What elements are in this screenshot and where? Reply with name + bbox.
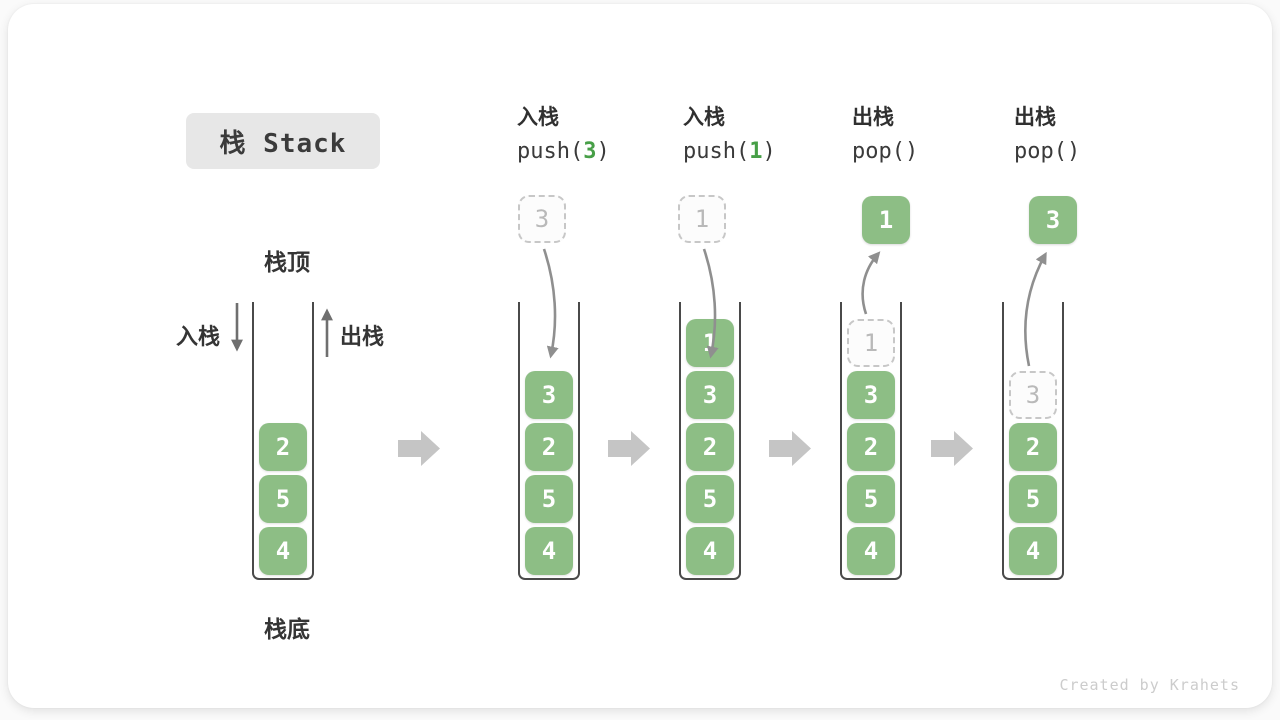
stack-cell-ghost: 3	[1009, 371, 1057, 419]
stack-state-after-pop2: 3 2 5 4	[1002, 302, 1064, 580]
code-text: pop()	[1014, 139, 1081, 165]
op-header-pop-2: 出栈 pop()	[1014, 105, 1081, 165]
op-header-push3: 入栈 push(3)	[517, 105, 610, 165]
stack-state-initial: 2 5 4	[252, 302, 314, 580]
op-name: 入栈	[683, 105, 725, 129]
stack-cell: 4	[1009, 527, 1057, 575]
stack-state-after-push3: 3 2 5 4	[518, 302, 580, 580]
stack-cell: 2	[1009, 423, 1057, 471]
push-direction-label: 入栈	[176, 325, 221, 350]
code-arg: 1	[749, 139, 763, 165]
stack-cell-ghost: 1	[847, 319, 895, 367]
code-text: pop()	[852, 139, 919, 165]
code-text: push(	[683, 139, 750, 165]
popped-value-box: 1	[862, 196, 910, 244]
op-code: pop()	[1014, 139, 1081, 165]
stack-top-label: 栈顶	[264, 250, 310, 276]
code-text: push(	[517, 139, 584, 165]
stack-cell: 3	[847, 371, 895, 419]
stack-cell: 2	[525, 423, 573, 471]
stack-cell: 5	[686, 475, 734, 523]
stack-cell: 2	[847, 423, 895, 471]
stack-cell: 2	[686, 423, 734, 471]
stack-cell: 4	[259, 527, 307, 575]
stack-state-after-push1: 1 3 2 5 4	[679, 302, 741, 580]
stack-cell: 5	[1009, 475, 1057, 523]
code-text: )	[762, 139, 776, 165]
stack-state-after-pop1: 1 3 2 5 4	[840, 302, 902, 580]
code-text: )	[596, 139, 610, 165]
stack-cell: 1	[686, 319, 734, 367]
stack-cell: 5	[525, 475, 573, 523]
op-header-pop-1: 出栈 pop()	[852, 105, 919, 165]
stack-cell: 5	[847, 475, 895, 523]
stack-cell: 3	[525, 371, 573, 419]
stack-bottom-label: 栈底	[264, 617, 310, 643]
op-code: push(3)	[517, 139, 610, 165]
popped-value-box: 3	[1029, 196, 1077, 244]
stack-cell: 4	[847, 527, 895, 575]
op-name: 出栈	[1014, 105, 1056, 129]
watermark: Created by Krahets	[1059, 676, 1240, 694]
op-name: 入栈	[517, 105, 559, 129]
figure-title-text: 栈 Stack	[219, 128, 347, 159]
stack-cell: 4	[686, 527, 734, 575]
op-name: 出栈	[852, 105, 894, 129]
op-header-push1: 入栈 push(1)	[683, 105, 776, 165]
stack-cell: 5	[259, 475, 307, 523]
figure-card	[8, 4, 1272, 708]
op-code: pop()	[852, 139, 919, 165]
stack-cell: 3	[686, 371, 734, 419]
figure-title: 栈 Stack	[186, 113, 380, 169]
code-arg: 3	[583, 139, 597, 165]
stack-cell: 4	[525, 527, 573, 575]
op-code: push(1)	[683, 139, 776, 165]
stack-cell: 2	[259, 423, 307, 471]
incoming-value-box: 1	[678, 195, 726, 243]
incoming-value-box: 3	[518, 195, 566, 243]
pop-direction-label: 出栈	[340, 325, 385, 350]
